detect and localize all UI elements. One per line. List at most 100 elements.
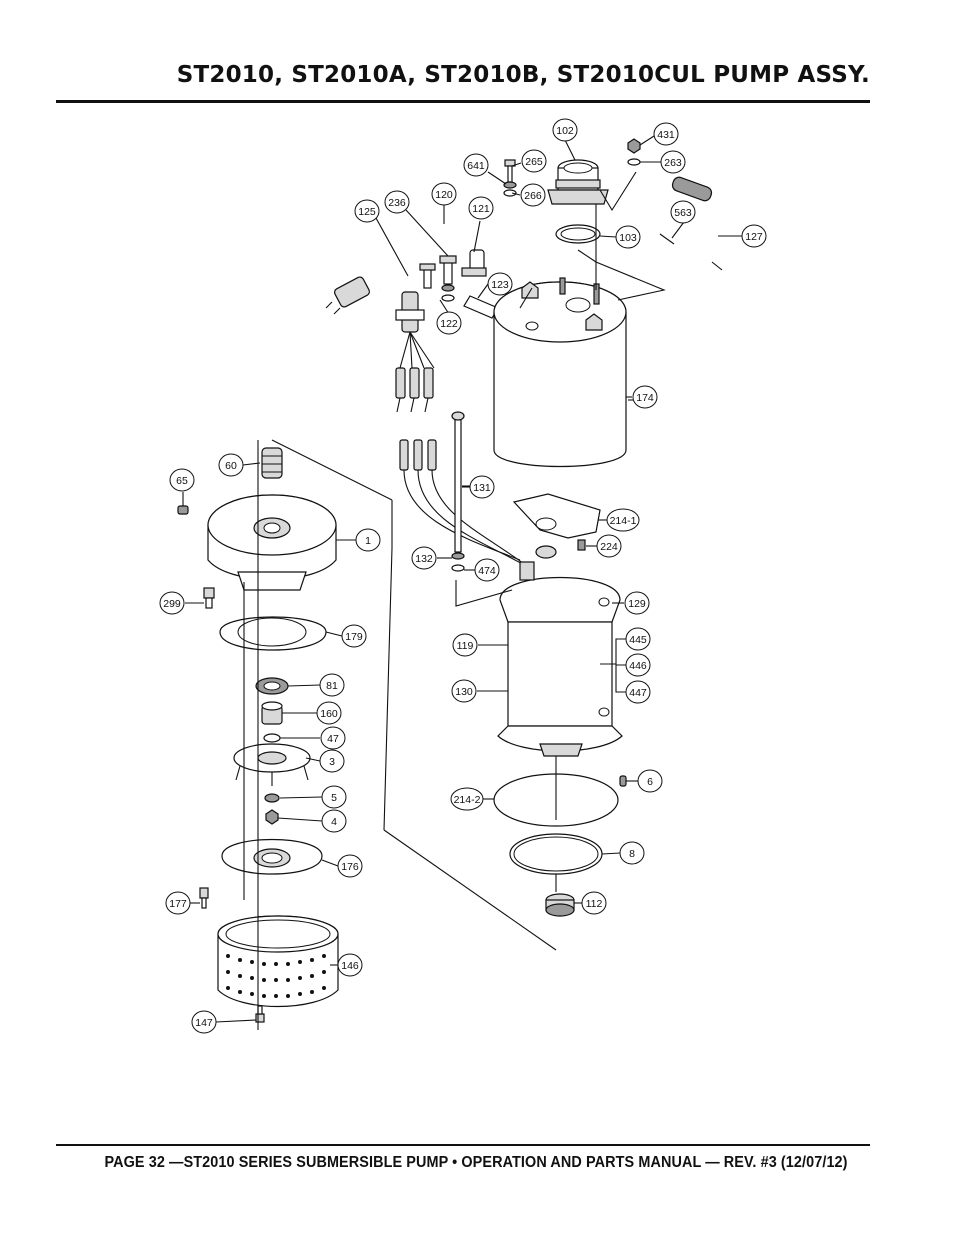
callout-121: 121 xyxy=(468,196,494,220)
callout-label: 179 xyxy=(345,631,363,643)
callout-179: 179 xyxy=(341,624,367,648)
callout-bubble xyxy=(320,726,346,750)
callout-563: 563 xyxy=(670,200,696,224)
callout-bubble xyxy=(337,953,363,977)
callout-label: 47 xyxy=(327,733,339,745)
callout-bubble xyxy=(625,627,651,651)
callout-bubble xyxy=(596,534,622,558)
part-drawings xyxy=(177,138,723,1023)
callout-label: 102 xyxy=(556,125,574,137)
callout-174: 174 xyxy=(632,385,658,409)
callout-123: 123 xyxy=(487,272,513,296)
callout-label: 224 xyxy=(600,541,618,553)
callout-bubble xyxy=(632,385,658,409)
callout-label: 81 xyxy=(326,680,338,692)
callout-6: 6 xyxy=(637,769,663,793)
callout-bubble xyxy=(452,633,478,657)
callout-119: 119 xyxy=(452,633,478,657)
callout-bubble xyxy=(637,769,663,793)
callout-431: 431 xyxy=(653,122,679,146)
callout-bubble xyxy=(552,118,578,142)
leader-lines xyxy=(182,135,742,1023)
callout-label: 177 xyxy=(169,898,187,910)
callout-132: 132 xyxy=(411,546,437,570)
callout-bubble xyxy=(319,673,345,697)
callout-bubble xyxy=(653,122,679,146)
motor-housing-part xyxy=(493,277,627,468)
callout-label: 3 xyxy=(329,756,335,768)
lower-seals-part xyxy=(493,773,627,875)
callout-3: 3 xyxy=(319,749,345,773)
callout-label: 121 xyxy=(472,203,490,215)
callout-label: 125 xyxy=(358,206,376,218)
callout-224: 224 xyxy=(596,534,622,558)
callout-265: 265 xyxy=(521,149,547,173)
callout-bubble xyxy=(451,679,477,703)
callout-bubble xyxy=(520,183,546,207)
callout-bubble xyxy=(581,891,607,915)
callout-65: 65 xyxy=(169,468,195,492)
callout-bubble xyxy=(316,701,342,725)
callout-bubble xyxy=(468,196,494,220)
callout-47: 47 xyxy=(320,726,346,750)
page-footer: PAGE 32 —ST2010 SERIES SUBMERSIBLE PUMP … xyxy=(104,1154,848,1171)
callout-bubble xyxy=(355,528,381,552)
callout-125: 125 xyxy=(354,199,380,223)
callout-label: 60 xyxy=(225,460,237,472)
callout-236: 236 xyxy=(384,190,410,214)
callout-bubble xyxy=(321,809,347,833)
motor-leads-part xyxy=(399,411,533,572)
callout-bubble xyxy=(474,558,500,582)
callout-120: 120 xyxy=(431,182,457,206)
callout-4: 4 xyxy=(321,809,347,833)
callout-label: 65 xyxy=(176,475,188,487)
callout-label: 447 xyxy=(629,687,647,699)
motor-body-part xyxy=(497,545,623,757)
callout-bubble xyxy=(169,468,195,492)
callout-bubble xyxy=(341,624,367,648)
callout-label: 214-2 xyxy=(454,794,481,806)
callout-129: 129 xyxy=(624,591,650,615)
callout-bubble xyxy=(487,272,513,296)
callout-bubble xyxy=(463,153,489,177)
callout-bubble xyxy=(741,224,767,248)
callout-label: 563 xyxy=(674,207,692,219)
callout-bubble xyxy=(521,149,547,173)
callout-label: 176 xyxy=(341,861,359,873)
callout-label: 266 xyxy=(524,190,542,202)
callout-label: 474 xyxy=(478,565,496,577)
callout-641: 641 xyxy=(463,153,489,177)
callout-label: 130 xyxy=(455,686,473,698)
assembly-lines xyxy=(243,171,666,1030)
callout-label: 147 xyxy=(195,1017,213,1029)
callout-bubble xyxy=(431,182,457,206)
footer-rule xyxy=(56,1144,870,1146)
callout-bubble xyxy=(384,190,410,214)
callout-122: 122 xyxy=(436,311,462,335)
bearing-cap-part xyxy=(545,893,575,917)
callout-446: 446 xyxy=(625,653,651,677)
title-rule xyxy=(56,100,870,103)
callout-bubble xyxy=(411,546,437,570)
callout-bubble xyxy=(660,150,686,174)
callout-label: 174 xyxy=(636,392,654,404)
callout-102: 102 xyxy=(552,118,578,142)
callout-bubble xyxy=(159,591,185,615)
callout-103: 103 xyxy=(615,225,641,249)
callout-label: 1 xyxy=(365,535,371,547)
power-cable-part xyxy=(325,222,517,315)
callout-127: 127 xyxy=(741,224,767,248)
callout-label: 446 xyxy=(629,660,647,672)
callout-bubble xyxy=(619,841,645,865)
callout-label: 8 xyxy=(629,848,635,860)
callout-bubble xyxy=(615,225,641,249)
callout-5: 5 xyxy=(321,785,347,809)
callout-label: 119 xyxy=(457,640,474,652)
cable-entry-part xyxy=(395,255,499,413)
callout-60: 60 xyxy=(218,453,244,477)
callout-130: 130 xyxy=(451,679,477,703)
callout-label: 299 xyxy=(163,598,181,610)
callout-177: 177 xyxy=(165,891,191,915)
callout-label: 127 xyxy=(745,231,763,243)
